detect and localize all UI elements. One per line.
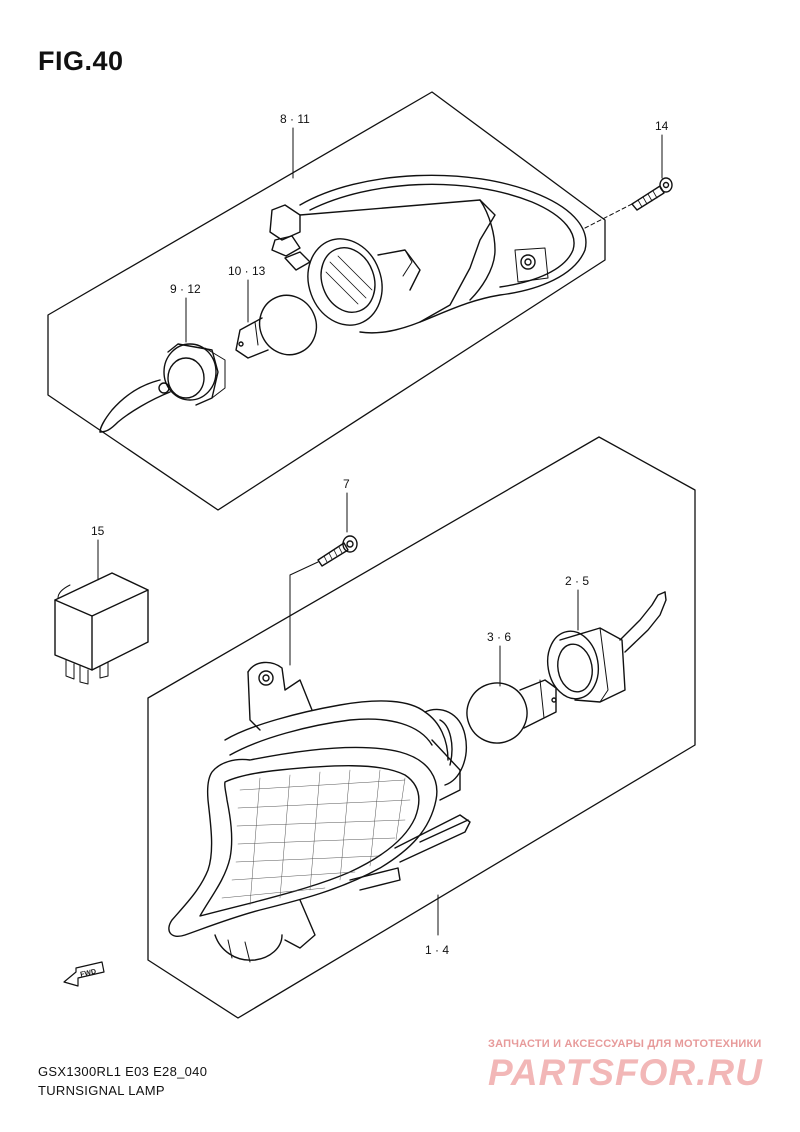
screw-bottom [317, 535, 358, 567]
fwd-arrow-icon [63, 961, 105, 987]
figure-title: FIG.40 [38, 46, 124, 76]
callout-bulb-top: 10 · 13 [228, 264, 266, 278]
callout-socket-bottom: 2 · 5 [565, 574, 589, 588]
lens-housing-top [269, 174, 587, 334]
callout-relay: 15 [91, 524, 105, 538]
lamp-assembly [168, 661, 471, 963]
callout-lens-top: 8 · 11 [280, 112, 310, 126]
screw-top-dashed-axis [584, 203, 633, 229]
watermark-logo: PARTSFOR.RU [488, 1052, 763, 1093]
fwd-label: FWD [80, 968, 97, 978]
screw-bottom-axis [289, 561, 319, 666]
callout-socket-top: 9 · 12 [170, 282, 201, 296]
top-group-frame [47, 91, 606, 511]
footer-section-name: TURNSIGNAL LAMP [38, 1083, 165, 1098]
relay [54, 572, 149, 685]
screw-top [631, 177, 673, 211]
callout-lamp-assembly: 1 · 4 [425, 943, 449, 957]
callout-screw-bottom: 7 [343, 477, 350, 491]
socket-bottom [546, 591, 667, 703]
watermark-tagline: ЗАПЧАСТИ И АКСЕССУАРЫ ДЛЯ МОТОТЕХНИКИ [488, 1038, 762, 1050]
bulb-bottom [466, 679, 557, 744]
bulb-top [235, 294, 318, 359]
bottom-group-frame [147, 436, 696, 1019]
callout-screw-top: 14 [655, 119, 669, 133]
socket-top [99, 343, 226, 433]
footer-model-code: GSX1300RL1 E03 E28_040 [38, 1064, 208, 1079]
callout-bulb-bottom: 3 · 6 [487, 630, 511, 644]
